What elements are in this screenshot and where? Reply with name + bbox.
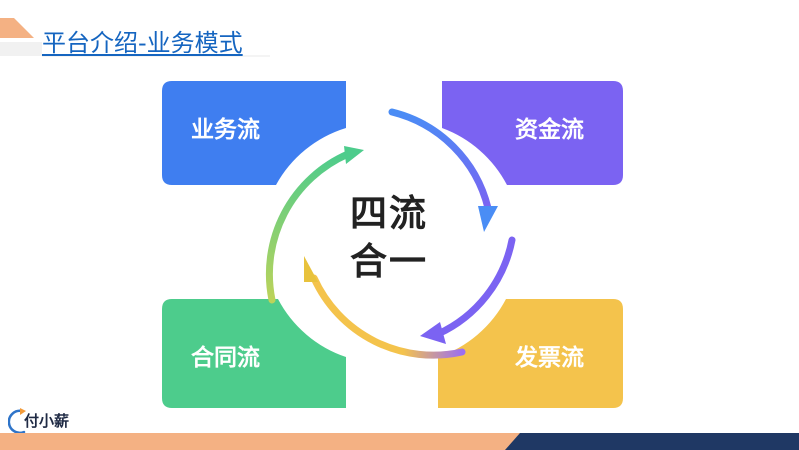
arrow-head-right — [478, 206, 498, 232]
arrow-invoice-to-contract — [310, 274, 466, 359]
quadrant-label-fund: 资金流 — [515, 117, 584, 143]
quadrant-label-contract: 合同流 — [191, 345, 260, 371]
quadrant-business-flow — [162, 81, 346, 185]
arrow-fund-to-invoice — [434, 236, 516, 338]
arrow-head-left — [304, 256, 318, 282]
center-text-line-1: 四流 — [350, 192, 428, 235]
quadrant-contract-flow — [162, 299, 346, 408]
center-text: 四流 合一 — [330, 190, 448, 286]
header-decoration — [0, 18, 270, 57]
center-circle — [274, 125, 510, 361]
quadrant-label-business: 业务流 — [191, 117, 260, 143]
quadrant-invoice-flow — [438, 299, 623, 408]
arrow-head-bottom-right — [420, 322, 446, 344]
arrow-business-to-fund — [388, 108, 492, 212]
arrow-head-top-left — [344, 146, 364, 164]
page-title: 平台介绍-业务模式 — [42, 29, 243, 57]
center-text-line-2: 合一 — [350, 240, 428, 283]
quadrant-label-invoice: 发票流 — [515, 345, 584, 371]
logo-icon — [8, 408, 26, 434]
arrow-contract-to-business — [265, 150, 352, 304]
logo-text: 付小薪 — [24, 412, 70, 430]
footer-bar — [0, 433, 799, 450]
quadrant-fund-flow — [442, 81, 623, 185]
